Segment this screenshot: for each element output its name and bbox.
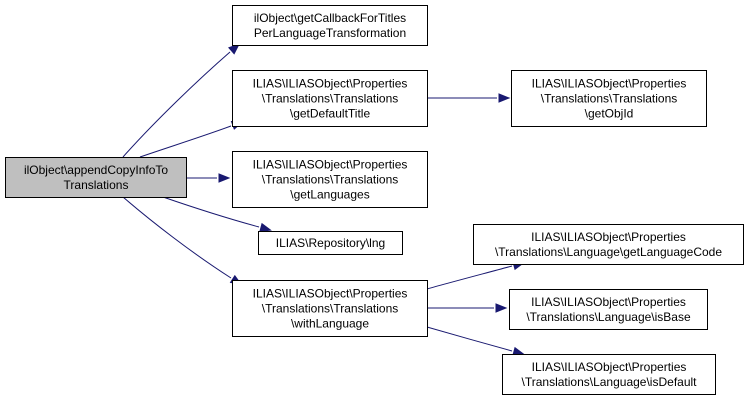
node-get-callback[interactable]: ilObject\getCallbackForTitlesPerLanguage… xyxy=(232,5,428,46)
node-get-default-title[interactable]: ILIAS\ILIASObject\Properties\Translation… xyxy=(232,70,428,127)
edge-append-copy-info-to-with-language xyxy=(122,196,232,279)
node-label-line: ilObject\getCallbackForTitles xyxy=(254,11,406,25)
node-label-line: \Translations\Language\isBase xyxy=(526,310,691,324)
node-box xyxy=(232,151,428,208)
node-label-line: ILIAS\Repository\lng xyxy=(276,236,385,250)
node-box xyxy=(509,289,708,330)
node-label-line: ILIAS\ILIASObject\Properties xyxy=(531,295,686,309)
node-label-line: ILIAS\ILIASObject\Properties xyxy=(531,230,686,244)
node-label-line: ILIAS\ILIASObject\Properties xyxy=(253,158,408,172)
node-get-languages[interactable]: ILIAS\ILIASObject\Properties\Translation… xyxy=(232,151,428,208)
nodes-layer: ilObject\appendCopyInfoToTranslationsilO… xyxy=(5,5,744,395)
node-box xyxy=(5,157,187,198)
edge-append-copy-info-to-repository-lng xyxy=(162,196,260,228)
node-label-line: ILIAS\ILIASObject\Properties xyxy=(253,287,408,301)
node-label-line: ILIAS\ILIASObject\Properties xyxy=(532,77,687,91)
node-label-line: \Translations\Language\isDefault xyxy=(522,375,698,389)
node-label-line: ilObject\appendCopyInfoTo xyxy=(24,163,168,177)
node-label-line: Translations xyxy=(64,178,129,192)
node-box xyxy=(258,231,403,255)
node-repository-lng[interactable]: ILIAS\Repository\lng xyxy=(258,231,403,255)
node-label-line: \getObjId xyxy=(585,107,634,121)
edge-append-copy-info-to-get-callback xyxy=(122,51,231,158)
node-box xyxy=(473,224,744,265)
arrowhead-get-default-title-to-get-obj-id xyxy=(498,93,511,103)
arrowhead-append-copy-info-to-get-languages xyxy=(218,173,231,183)
node-label-line: \Translations\Translations xyxy=(541,92,678,106)
node-label-line: \getLanguages xyxy=(290,188,369,202)
node-label-line: \Translations\Translations xyxy=(262,173,399,187)
node-get-obj-id[interactable]: ILIAS\ILIASObject\Properties\Translation… xyxy=(511,70,707,127)
node-box xyxy=(502,354,716,395)
node-get-language-code[interactable]: ILIAS\ILIASObject\Properties\Translation… xyxy=(473,224,744,265)
node-box xyxy=(232,5,428,46)
node-label-line: \Translations\Language\getLanguageCode xyxy=(495,245,722,259)
node-is-default[interactable]: ILIAS\ILIASObject\Properties\Translation… xyxy=(502,354,716,395)
node-with-language[interactable]: ILIAS\ILIASObject\Properties\Translation… xyxy=(232,280,428,337)
node-box xyxy=(232,70,428,127)
node-label-line: ILIAS\ILIASObject\Properties xyxy=(532,360,687,374)
node-label-line: ILIAS\ILIASObject\Properties xyxy=(253,77,408,91)
node-label-line: \Translations\Translations xyxy=(262,92,399,106)
node-label-line: PerLanguageTransformation xyxy=(254,26,406,40)
node-label-line: \Translations\Translations xyxy=(262,302,399,316)
node-label-line: \withLanguage xyxy=(291,317,369,331)
edge-with-language-to-is-default xyxy=(426,326,513,352)
node-box xyxy=(232,280,428,337)
node-is-base[interactable]: ILIAS\ILIASObject\Properties\Translation… xyxy=(509,289,708,330)
edge-append-copy-info-to-get-default-title xyxy=(139,125,232,158)
arrowhead-with-language-to-is-base xyxy=(495,303,508,313)
node-box xyxy=(511,70,707,127)
node-label-line: \getDefaultTitle xyxy=(290,107,371,121)
edge-with-language-to-get-language-code xyxy=(426,265,513,290)
arrowhead-append-copy-info-to-repository-lng xyxy=(259,222,272,232)
